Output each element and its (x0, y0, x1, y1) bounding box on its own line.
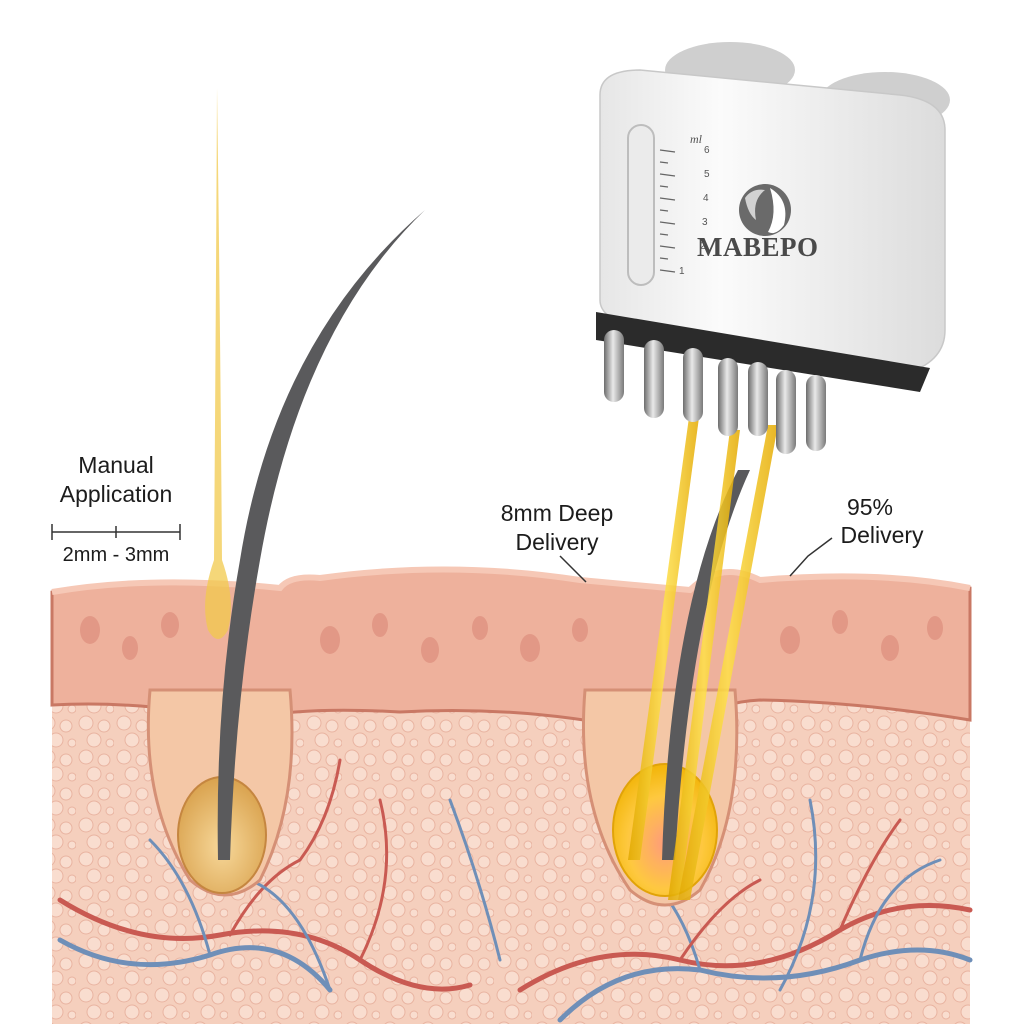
device-pins (604, 330, 826, 454)
scale-number: 4 (703, 193, 709, 204)
vein-branch (148, 798, 502, 992)
brand-name: MABEPO (697, 232, 819, 262)
fill-window (627, 124, 655, 286)
oil-streams (628, 410, 778, 900)
depth-scale (51, 524, 181, 540)
deep-delivery-label-line2: Delivery (515, 529, 599, 555)
deep-delivery-leader (559, 555, 587, 583)
scale-ticks (659, 149, 676, 273)
delivery-pct-leader (789, 537, 833, 577)
papillary-texture (80, 610, 943, 663)
scale-number: 5 (704, 169, 710, 180)
manual-oil-drip (205, 88, 231, 639)
artery-branch (228, 758, 389, 962)
scale-number: 3 (702, 217, 708, 228)
artery-branch-right (678, 818, 902, 962)
scale-unit-label: ml (690, 132, 702, 146)
artery-left (57, 897, 473, 992)
delivery-percent-label-line1: 95% (846, 494, 894, 520)
scale-number: 2 (700, 241, 706, 252)
manual-depth-label: 2mm - 3mm (62, 544, 170, 566)
device (596, 42, 950, 454)
manual-application-label-line1: Manual (78, 452, 154, 478)
device-base (596, 312, 930, 392)
delivery-percent-label-line2: Delivery (840, 522, 924, 548)
deep-delivery-label-line1: 8mm Deep (500, 500, 614, 526)
brand-logo-icon (739, 184, 791, 236)
hair-shaft-right (662, 470, 750, 860)
artery-right (517, 903, 973, 993)
manual-application-label-line2: Application (59, 481, 173, 507)
scale-number: 6 (704, 145, 710, 156)
scale-number: 1 (679, 266, 685, 277)
hair-shaft-left (217, 210, 425, 860)
vein-right (557, 947, 973, 1023)
